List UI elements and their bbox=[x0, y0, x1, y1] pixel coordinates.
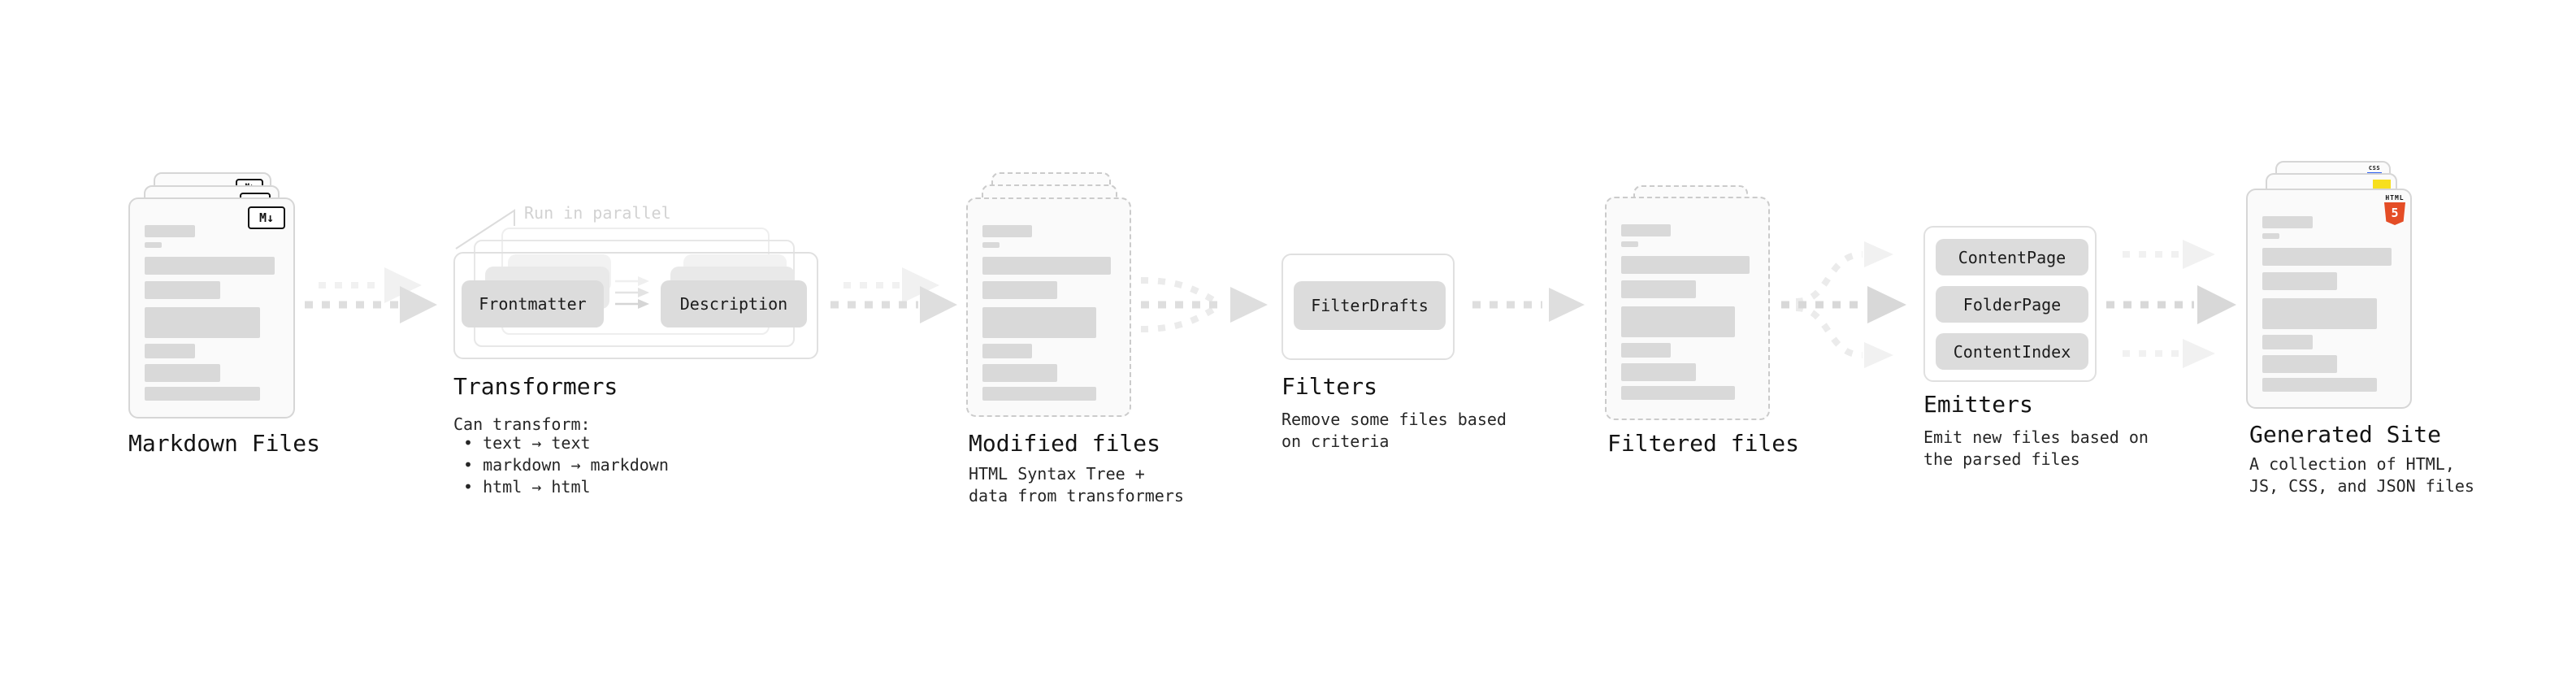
skeleton-bar bbox=[2262, 248, 2392, 266]
contentindex-node: ContentIndex bbox=[1936, 333, 2088, 370]
emitters-title: Emitters bbox=[1923, 391, 2033, 418]
html5-icon: HTML 5 bbox=[2384, 194, 2405, 225]
arrow-filtered-to-emitters-fanout bbox=[1781, 241, 1906, 368]
transformers-bullet: • text → text bbox=[463, 433, 591, 453]
skeleton-bar bbox=[2262, 335, 2313, 349]
contentpage-node: ContentPage bbox=[1936, 239, 2088, 275]
filters-panel: FilterDrafts bbox=[1281, 254, 1455, 360]
arrow-transformers-to-modified bbox=[830, 267, 957, 323]
filters-title: Filters bbox=[1281, 373, 1378, 400]
emitters-desc: the parsed files bbox=[1923, 449, 2080, 469]
markdown-badge-icon: M↓ bbox=[248, 206, 285, 229]
file-skeleton bbox=[2262, 216, 2394, 392]
skeleton-bar bbox=[982, 225, 1033, 237]
markdown-file-card-front: M↓ bbox=[128, 197, 295, 419]
skeleton-bar bbox=[982, 344, 1033, 358]
skeleton-bar bbox=[982, 387, 1097, 401]
filters-desc: Remove some files based bbox=[1281, 410, 1507, 429]
emitters-panel: ContentPage FolderPage ContentIndex bbox=[1923, 226, 2097, 382]
arrow-emitters-to-site bbox=[2106, 240, 2236, 368]
emitters-desc: Emit new files based on bbox=[1923, 427, 2149, 447]
skeleton-bar bbox=[2262, 272, 2338, 290]
file-skeleton bbox=[145, 225, 277, 401]
generated-site-desc: A collection of HTML, bbox=[2249, 454, 2455, 474]
arrow-markdown-to-transformers bbox=[305, 267, 437, 323]
arrow-filters-to-filtered bbox=[1472, 288, 1585, 322]
html5-shield: 5 bbox=[2384, 202, 2405, 225]
filtered-file-card-front bbox=[1605, 197, 1770, 420]
file-skeleton bbox=[982, 225, 1113, 401]
filters-desc: on criteria bbox=[1281, 432, 1390, 451]
skeleton-bar bbox=[145, 242, 163, 248]
arrow-modified-to-filters-merge bbox=[1140, 277, 1268, 332]
markdown-files-stack: M↓ M↓ M↓ bbox=[128, 172, 301, 420]
skeleton-bar bbox=[145, 225, 195, 237]
modified-files-label: Modified files bbox=[969, 430, 1161, 457]
skeleton-bar bbox=[145, 387, 260, 401]
skeleton-bar bbox=[1621, 363, 1696, 381]
skeleton-bar bbox=[145, 364, 220, 382]
filtered-files-label: Filtered files bbox=[1607, 430, 1800, 457]
skeleton-bar bbox=[2262, 298, 2377, 329]
skeleton-bar bbox=[2262, 233, 2280, 239]
skeleton-bar bbox=[145, 307, 260, 338]
description-node: Description bbox=[661, 280, 807, 327]
skeleton-bar bbox=[1621, 241, 1638, 247]
markdown-files-label: Markdown Files bbox=[128, 430, 321, 457]
skeleton-bar bbox=[145, 281, 220, 299]
skeleton-bar bbox=[982, 307, 1097, 338]
annotation-leader-line bbox=[455, 209, 515, 249]
generated-site-stack: CSS HTML 5 bbox=[2246, 161, 2418, 413]
skeleton-bar bbox=[1621, 306, 1736, 337]
skeleton-bar bbox=[2262, 216, 2313, 228]
frontmatter-node: Frontmatter bbox=[462, 280, 604, 327]
skeleton-bar bbox=[2262, 378, 2377, 392]
html5-wordmark: HTML bbox=[2385, 194, 2405, 202]
skeleton-bar bbox=[1621, 343, 1672, 358]
skeleton-bar bbox=[982, 281, 1057, 299]
skeleton-bar bbox=[982, 242, 1000, 248]
skeleton-bar bbox=[145, 257, 275, 275]
generated-site-label: Generated Site bbox=[2249, 421, 2442, 448]
skeleton-bar bbox=[982, 257, 1111, 275]
filtered-files-stack bbox=[1605, 185, 1776, 421]
generated-site-desc: JS, CSS, and JSON files bbox=[2249, 476, 2474, 496]
skeleton-bar bbox=[1621, 386, 1736, 400]
skeleton-bar bbox=[1621, 256, 1750, 274]
transformers-bullet: • markdown → markdown bbox=[463, 455, 669, 475]
skeleton-bar bbox=[982, 364, 1057, 382]
parallel-run-arrows bbox=[615, 276, 649, 309]
modified-files-desc: HTML Syntax Tree + bbox=[969, 464, 1145, 484]
modified-files-stack bbox=[966, 172, 1137, 420]
filterdrafts-node: FilterDrafts bbox=[1294, 281, 1446, 330]
js-badge-icon bbox=[2373, 180, 2391, 189]
modified-files-desc: data from transformers bbox=[969, 486, 1184, 505]
css-badge-text: CSS bbox=[2368, 165, 2381, 171]
html-file-card-front: HTML 5 bbox=[2246, 189, 2412, 409]
skeleton-bar bbox=[1621, 280, 1696, 298]
modified-file-card-front bbox=[966, 197, 1131, 417]
folderpage-node: FolderPage bbox=[1936, 286, 2088, 323]
skeleton-bar bbox=[1621, 224, 1672, 236]
transformer-box-front bbox=[453, 252, 818, 359]
transformers-subtitle: Can transform: bbox=[453, 414, 591, 434]
skeleton-bar bbox=[2262, 355, 2338, 373]
file-skeleton bbox=[1621, 224, 1752, 400]
transformers-title: Transformers bbox=[453, 373, 618, 400]
transformers-bullet: • html → html bbox=[463, 477, 591, 497]
transformers-stack: Frontmatter Description bbox=[453, 228, 821, 361]
skeleton-bar bbox=[145, 344, 195, 358]
run-in-parallel-annotation: Run in parallel bbox=[524, 203, 671, 223]
